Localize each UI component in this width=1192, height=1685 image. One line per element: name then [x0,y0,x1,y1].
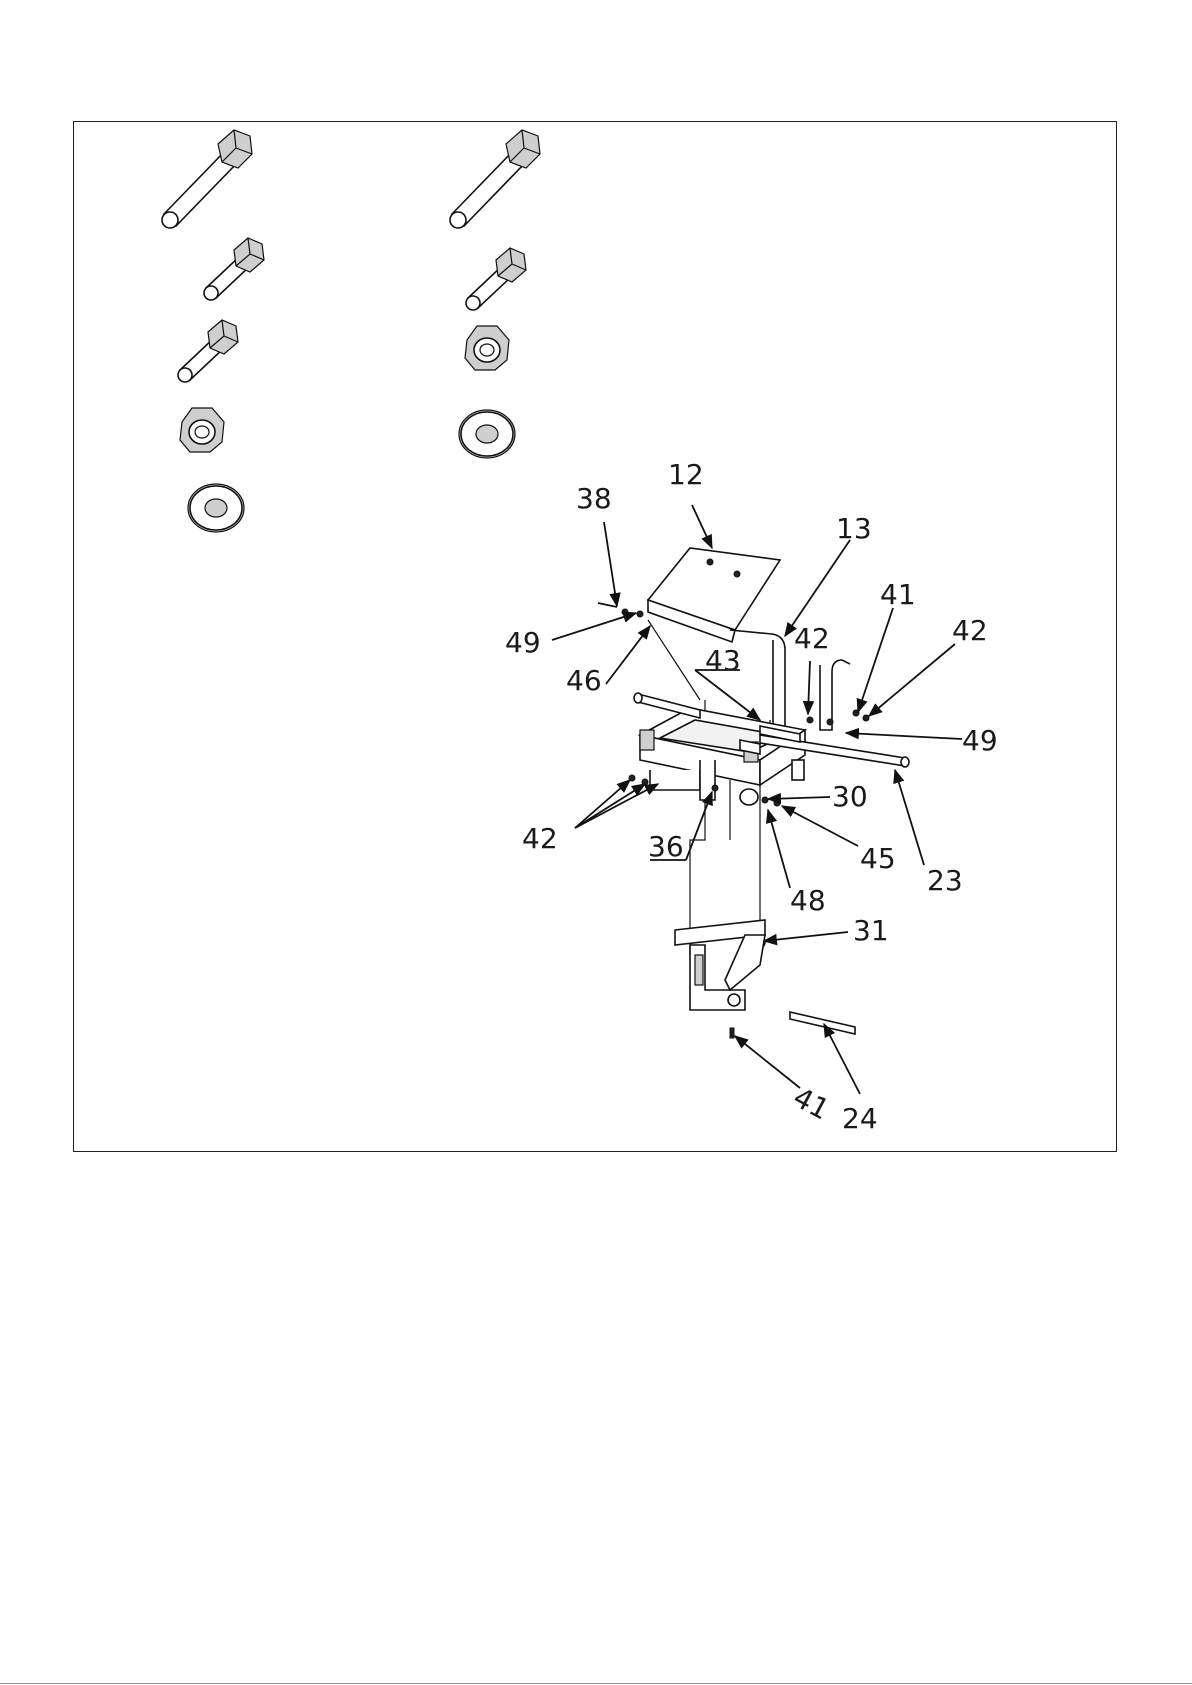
page-bottom-rule [0,1683,1192,1684]
callout-13: 13 [836,512,872,545]
hex-nut-icon [465,326,509,370]
callout-31: 31 [853,914,889,947]
callout-45: 45 [860,842,896,875]
lower-bracket-part [675,920,765,1010]
callout-48: 48 [790,884,826,917]
callout-36: 36 [648,830,684,863]
flat-washer-icon [188,484,244,532]
callout-38: 38 [576,482,612,515]
medium-bolt-icon [204,238,264,300]
callout-24: 24 [842,1102,878,1135]
rod-top-part [634,693,700,718]
callout-43: 43 [705,644,741,677]
callout-41: 41 [788,1081,835,1127]
callout-42: 42 [794,622,830,655]
callout-46: 46 [566,664,602,697]
long-bolt-icon [162,130,252,228]
medium-bolt-icon [466,248,526,310]
callout-42: 42 [522,822,558,855]
long-bolt-icon [450,130,540,228]
callout-42: 42 [952,614,988,647]
flat-washer-icon [459,410,515,458]
callout-12: 12 [668,458,704,491]
callout-30: 30 [832,780,868,813]
short-bolt-icon [178,320,238,382]
callout-23: 23 [927,864,963,897]
seat-plate-part [648,548,780,642]
callout-49: 49 [505,626,541,659]
hex-nut-icon [180,408,224,452]
callout-41: 41 [880,578,916,611]
pin-24-part [790,1012,855,1034]
callout-49: 49 [962,724,998,757]
